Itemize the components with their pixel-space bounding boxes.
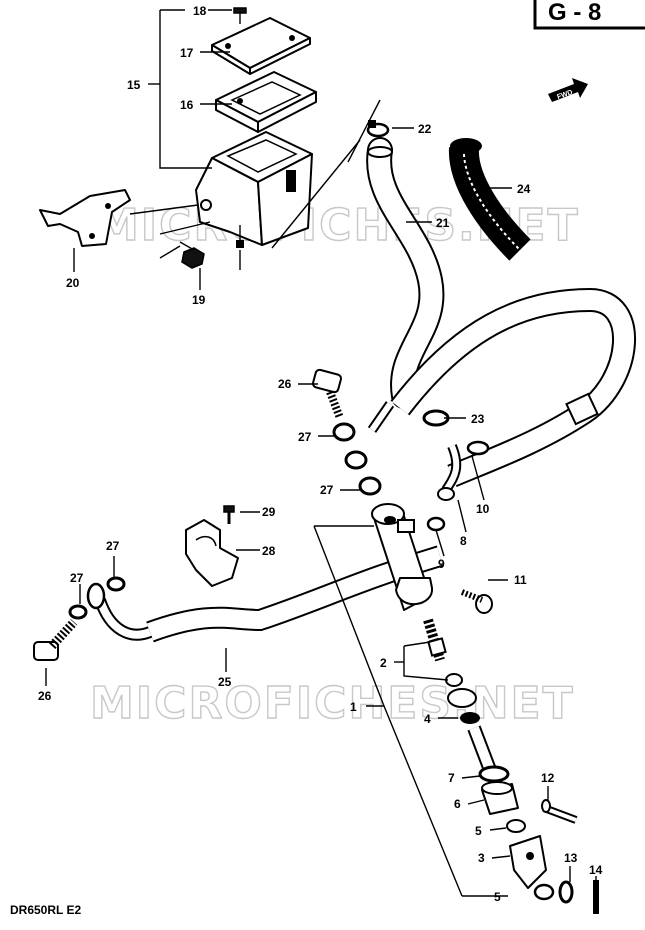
callout-9: 9 <box>438 557 445 571</box>
callout-14: 14 <box>589 863 603 877</box>
callout-5-lower: 5 <box>494 890 501 904</box>
watermark-bottom: MICROFICHES.NET <box>90 678 575 729</box>
reservoir-mount-bolt <box>179 241 205 269</box>
callout-27-b: 27 <box>320 483 334 497</box>
callout-28: 28 <box>262 544 276 558</box>
callout-27-a: 27 <box>298 430 312 444</box>
callout-26-lower: 26 <box>38 689 52 703</box>
callout-2: 2 <box>380 656 387 670</box>
fwd-arrow-icon: FWD <box>548 78 588 102</box>
callout-1: 1 <box>350 700 357 714</box>
banjo-bolt-upper <box>312 368 344 420</box>
reservoir-cap-plate <box>211 17 311 75</box>
callout-12: 12 <box>541 771 555 785</box>
callout-29: 29 <box>262 505 276 519</box>
mounting-bolt-11 <box>460 589 493 614</box>
brake-hose-loop <box>390 287 636 488</box>
page-code-box: G - 8 <box>533 0 645 30</box>
cotter-washer <box>558 880 574 904</box>
callout-18: 18 <box>193 4 207 18</box>
callout-5-upper: 5 <box>475 824 482 838</box>
banjo-bolt-lower <box>33 618 78 661</box>
guide-screw <box>223 505 235 524</box>
pushrod-assembly <box>423 618 555 901</box>
reservoir-hose <box>366 137 445 409</box>
callout-7: 7 <box>448 771 455 785</box>
callout-21: 21 <box>436 216 450 230</box>
callout-16: 16 <box>180 98 194 112</box>
callout-19: 19 <box>192 293 206 307</box>
model-code: DR650RL E2 <box>10 903 81 917</box>
union-fitting <box>367 401 462 501</box>
callout-6: 6 <box>454 797 461 811</box>
leader-lines <box>45 9 597 897</box>
callout-23: 23 <box>471 412 485 426</box>
callout-8: 8 <box>460 534 467 548</box>
callout-labels: 18 17 15 16 22 24 21 20 19 26 23 27 27 1… <box>38 4 603 904</box>
callout-25: 25 <box>218 675 232 689</box>
callout-10: 10 <box>476 502 490 516</box>
callout-13: 13 <box>564 851 578 865</box>
clevis-pin <box>541 799 578 824</box>
hose-guide <box>185 519 239 587</box>
callout-24: 24 <box>517 182 531 196</box>
hose-clamp-top <box>366 120 390 138</box>
caliper-brake-hose <box>86 545 444 643</box>
callout-27-c: 27 <box>106 539 120 553</box>
callout-4: 4 <box>424 712 431 726</box>
callout-20: 20 <box>66 276 80 290</box>
reservoir-cap-screw <box>233 7 247 24</box>
washers <box>68 422 490 620</box>
callout-17: 17 <box>180 46 194 60</box>
reservoir-diaphragm <box>215 71 317 133</box>
corrugated-hose-cover <box>448 138 531 261</box>
callout-27-d: 27 <box>70 571 84 585</box>
master-cylinder-body <box>195 131 313 248</box>
rear-master-cylinder <box>371 503 434 611</box>
bracket-part <box>39 189 131 247</box>
callout-3: 3 <box>478 851 485 865</box>
callout-26-upper: 26 <box>278 377 292 391</box>
callout-11: 11 <box>514 573 527 587</box>
callout-22: 22 <box>418 122 432 136</box>
callout-15: 15 <box>127 78 141 92</box>
page-code: G - 8 <box>548 0 601 26</box>
